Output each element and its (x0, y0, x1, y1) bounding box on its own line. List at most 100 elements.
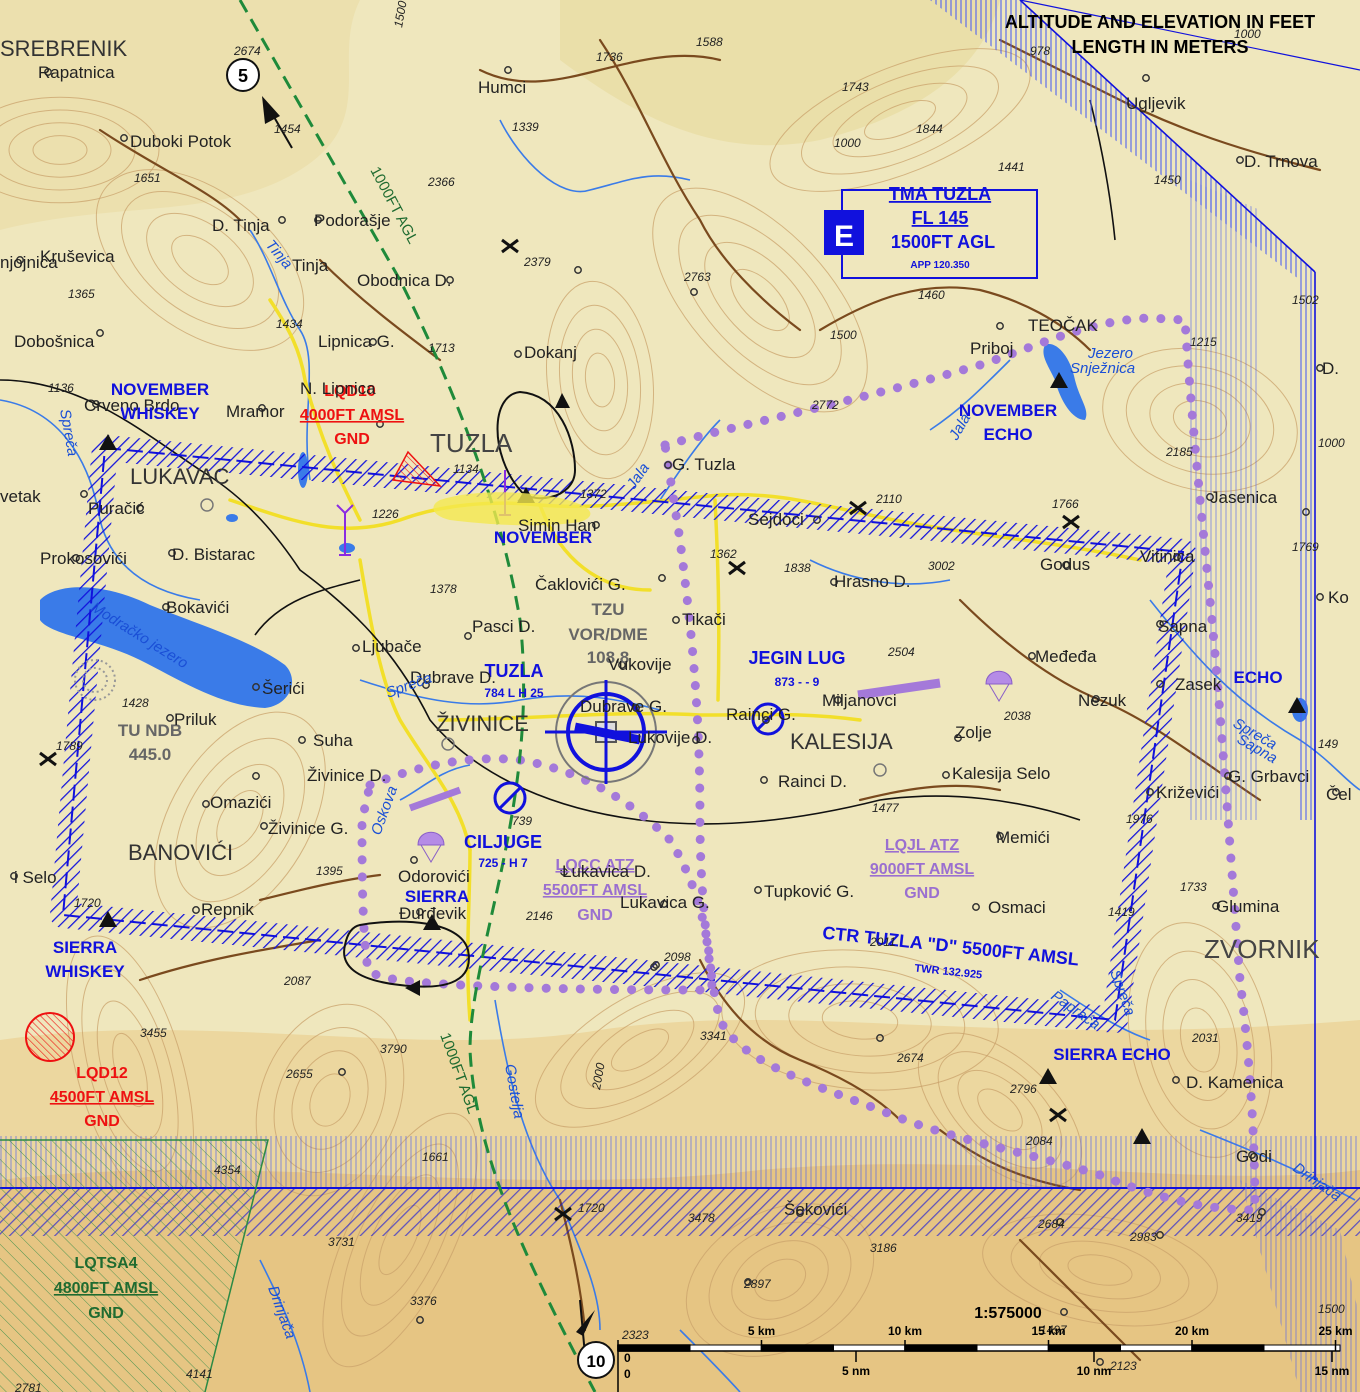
water-snjeznica2: Snježnica (1070, 360, 1135, 377)
city-lukavac: LUKAVAC (130, 464, 230, 489)
elevation-e739: 739 (512, 814, 532, 828)
place-hrasno: Hrasno D. (834, 572, 911, 591)
elevation-e1502: 1502 (1292, 293, 1319, 307)
svg-text:10: 10 (587, 1352, 606, 1371)
place-dtrnova: D. Trnova (1244, 152, 1318, 171)
tma-title: TMA TUZLA (889, 184, 991, 204)
jegin-lug-info: 873 - - 9 (775, 675, 820, 689)
place-sapna: Sapna (1158, 617, 1208, 636)
place-odorovici: Odorovići (398, 867, 470, 886)
elevation-e2504: 2504 (887, 645, 915, 659)
scale-nm-3: 15 nm (1315, 1364, 1350, 1378)
place-zivinicedd: Živinice D. (307, 766, 386, 785)
elevation-e2098: 2098 (663, 950, 691, 964)
route-marker-5[interactable]: 5 (226, 58, 260, 92)
svg-text:5: 5 (238, 66, 248, 86)
parachute-icons (417, 670, 1013, 863)
elevation-e3790: 3790 (380, 1042, 407, 1056)
reporting-point-november: NOVEMBER (494, 528, 592, 547)
scale-zero: 0 (624, 1351, 631, 1365)
city-zvornik: ZVORNIK (1204, 934, 1320, 964)
elevation-e2038: 2038 (1003, 709, 1031, 723)
elevation-e1720b: 1720 (578, 1201, 605, 1215)
agl-line (238, 0, 597, 1392)
elevation-e2146: 2146 (525, 909, 553, 923)
elevation-e2674: 2674 (233, 44, 261, 58)
elevation-e1497: 1497 (1040, 1323, 1068, 1337)
elevation-e2897: 2897 (743, 1277, 772, 1291)
elevation-e1838: 1838 (784, 561, 811, 575)
elevation-e1651: 1651 (134, 171, 161, 185)
elevation-e1339: 1339 (512, 120, 539, 134)
lqtsa4-lower: GND (88, 1305, 124, 1322)
elevation-e1215: 1215 (1190, 335, 1217, 349)
place-iselo: i Selo (14, 868, 57, 887)
lqtsa4-name: LQTSA4 (74, 1255, 137, 1272)
place-memici: Memići (996, 828, 1050, 847)
elevation-e1372: 1372 (580, 487, 607, 501)
elevation-e1766: 1766 (1052, 497, 1079, 511)
reporting-point-triangles (99, 372, 1306, 1144)
place-bokavici: Bokavići (166, 598, 229, 617)
reporting-point-sierra-whiskey-line2: WHISKEY (45, 962, 125, 981)
place-dokanj: Dokanj (524, 343, 577, 362)
reporting-point-november-echo-line2: ECHO (983, 425, 1032, 444)
elevation-e1733: 1733 (1180, 880, 1207, 894)
route-marker-10[interactable]: 10 (577, 1341, 615, 1379)
elevation-e2031: 2031 (1191, 1031, 1219, 1045)
place-lukovije: Lukovije D. (628, 728, 712, 747)
scale-km-5: 25 km (1318, 1324, 1352, 1338)
place-raincid: Rainci D. (778, 772, 847, 791)
reporting-point-sierra: SIERRA (405, 887, 469, 906)
city-kalesija: KALESIJA (790, 729, 893, 754)
reporting-point-november-whiskey-line2: WHISKEY (120, 404, 200, 423)
ctr-tuzla-boundary (50, 435, 1196, 1033)
tma-lower: 1500FT AGL (891, 232, 995, 252)
place-vitinica: Vitinica (1140, 547, 1195, 566)
vor-dme-symbol[interactable] (545, 680, 667, 784)
lqjl-lower: GND (904, 885, 940, 902)
elevation-e1789: 1789 (56, 739, 83, 753)
elevation-e2684: 2684 (1037, 1217, 1065, 1231)
elevation-e2781: 2781 (14, 1381, 42, 1392)
place-tupkovic: Tupković G. (764, 882, 854, 901)
place-nezuk: Nezuk (1078, 691, 1127, 710)
scale-bar (617, 1340, 1341, 1392)
elevation-e1588: 1588 (696, 35, 723, 49)
elevation-e1441: 1441 (998, 160, 1025, 174)
elevation-e2796: 2796 (1009, 1082, 1037, 1096)
place-jasenica: Jasenica (1210, 488, 1278, 507)
elevation-e2011: 2011 (869, 935, 896, 949)
tma-tuzla-box (824, 189, 1038, 279)
city-srebrenik: SREBRENIK (0, 36, 127, 61)
contour-label-c1000a: 1000 (834, 136, 861, 150)
city-zivinice: ŽIVINICE (436, 711, 529, 736)
elevation-e1976: 1976 (1126, 812, 1153, 826)
reporting-point-sierra-echo: SIERRA ECHO (1053, 1045, 1170, 1064)
lqd10-name: LQD10 (324, 383, 376, 400)
scale-km-3: 15 km (1031, 1324, 1065, 1338)
place-ljubace: Ljubače (362, 637, 422, 656)
place-dobosnica: Dobošnica (14, 332, 95, 351)
elevation-e1713: 1713 (428, 341, 455, 355)
place-tinja: Tinja (292, 256, 329, 275)
tma-class-letter: E (834, 220, 854, 253)
place-celic: Čel (1326, 785, 1352, 804)
place-zolje: Zolje (955, 723, 992, 742)
place-krizevici: Križevići (1156, 783, 1219, 802)
elevation-e1460: 1460 (918, 288, 945, 302)
place-lukavicad: Lukavica D. (562, 862, 651, 881)
reporting-point-november-echo: NOVEMBER (959, 401, 1057, 420)
scale-zero-nm: 0 (624, 1367, 631, 1381)
elevation-e1769: 1769 (1292, 540, 1319, 554)
scale-nm-1: 5 nm (842, 1364, 870, 1378)
place-sekovici: Šekovići (784, 1200, 847, 1219)
tuzla-urban-area (433, 492, 591, 526)
place-ugljevik: Ugljevik (1126, 94, 1186, 113)
ndb-freq: 445.0 (129, 745, 172, 764)
lqjl-atz-boundary (659, 313, 1260, 1215)
tuzla-ap-name: TUZLA (485, 661, 544, 681)
place-lipnica: Lipnica G. (318, 332, 395, 351)
